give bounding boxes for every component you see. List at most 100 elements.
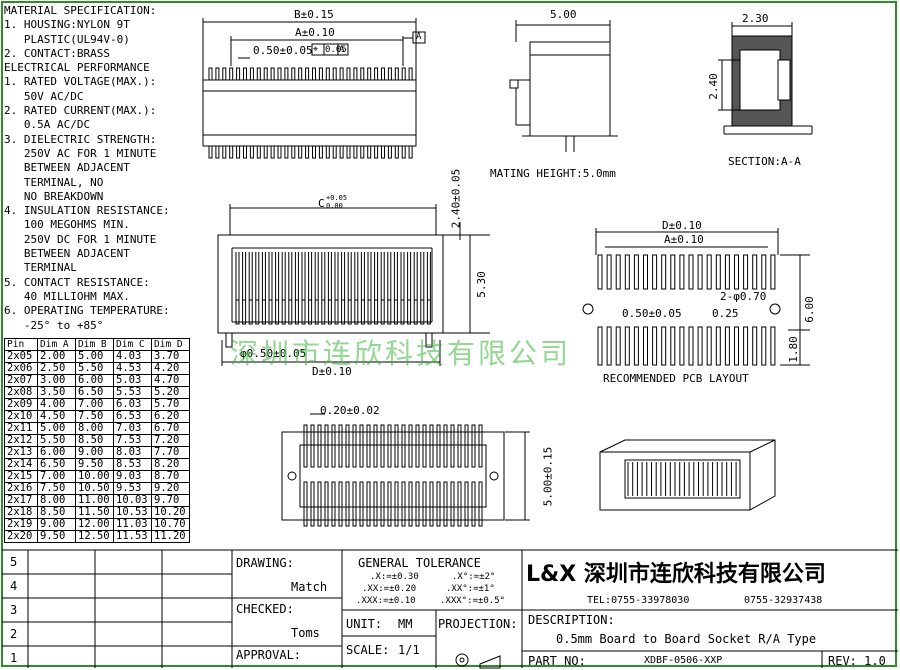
- description-label: DESCRIPTION:: [528, 613, 615, 627]
- pin-outline: [770, 254, 776, 290]
- pin-outline: [331, 481, 336, 527]
- pin-outline: [443, 481, 448, 527]
- pin-outline: [670, 326, 676, 366]
- pin-outline: [321, 299, 326, 325]
- pin-outline: [471, 481, 476, 527]
- pin-outline: [318, 145, 323, 159]
- pin-outline: [380, 299, 385, 325]
- pin-outline: [374, 299, 379, 325]
- pin-outline: [606, 326, 612, 366]
- pin-outline: [743, 326, 749, 366]
- datum-a: A: [416, 32, 422, 42]
- pin-outline: [374, 145, 379, 159]
- pcb-dim-1-80: 1.80: [786, 336, 800, 363]
- pin-outline: [643, 254, 648, 290]
- pin-outline: [215, 67, 220, 81]
- pin-outline: [366, 481, 371, 527]
- pin-outline: [270, 145, 275, 159]
- pin-outline: [305, 67, 310, 81]
- watermark: 深圳市连欣科技有限公司: [230, 337, 572, 370]
- pin-outline: [633, 254, 639, 290]
- spec-line: -25° to +85°: [4, 318, 104, 332]
- tel-1: TEL:0755-33978030: [587, 595, 690, 606]
- pin-outline: [734, 254, 739, 290]
- pin-outline: [715, 326, 721, 366]
- dim-c-tol-upper: +0.05: [326, 194, 348, 202]
- tel-2: 0755-32937438: [744, 595, 823, 606]
- pin-outline: [471, 424, 476, 468]
- pin-outline: [450, 424, 455, 468]
- pin-outline: [256, 67, 261, 81]
- pin-outline: [359, 481, 364, 527]
- pin-outline: [298, 145, 303, 159]
- dim-2-40: 2.40: [706, 73, 720, 100]
- pin-outline: [263, 145, 268, 159]
- pin-outline: [415, 481, 420, 527]
- pin-outline: [317, 424, 322, 468]
- dim-0-20: 0.20±0.02: [320, 404, 380, 417]
- unit-value: MM: [398, 617, 413, 631]
- revision-row-number: 1: [10, 651, 18, 665]
- pin-outline: [339, 67, 344, 81]
- spec-line: 50V AC/DC: [4, 89, 84, 103]
- description-value: 0.5mm Board to Board Socket R/A Type: [556, 632, 817, 646]
- pcb-pad-width: 0.25: [712, 307, 739, 320]
- pin-outline: [354, 299, 359, 325]
- pin-outline: [394, 424, 399, 468]
- pin-outline: [347, 299, 352, 325]
- pin-outline: [270, 67, 275, 81]
- pin-outline: [394, 481, 399, 527]
- pin-outline: [261, 299, 266, 325]
- scale-label: SCALE:: [346, 643, 390, 657]
- pin-outline: [770, 326, 776, 366]
- pin-outline: [752, 254, 758, 290]
- pin-outline: [436, 424, 441, 468]
- pin-outline: [688, 326, 694, 366]
- revision-row-number: 4: [10, 579, 18, 593]
- pin-outline: [408, 481, 413, 527]
- pin-outline: [303, 424, 308, 468]
- pin-outline: [407, 299, 412, 325]
- pin-outline: [249, 67, 254, 81]
- pin-outline: [235, 299, 240, 325]
- spec-line: 3. DIELECTRIC STRENGTH:: [4, 132, 157, 146]
- tol-x: .X:=±0.30: [370, 572, 419, 582]
- pin-outline: [263, 67, 268, 81]
- pin-outline: [301, 299, 306, 325]
- gdt-value: 0.05: [325, 45, 347, 55]
- pin-outline: [413, 299, 418, 325]
- pin-outline: [380, 481, 385, 527]
- mating-height: MATING HEIGHT:5.0mm: [490, 167, 616, 180]
- tol-xxx: .XXX:=±0.10: [356, 596, 416, 606]
- pin-outline: [752, 326, 758, 366]
- pin-outline: [255, 299, 260, 325]
- revision-row-number: 5: [10, 555, 18, 569]
- checked-label: CHECKED:: [236, 602, 294, 616]
- pin-outline: [338, 424, 343, 468]
- top-view: [202, 18, 426, 159]
- dim-5-30: 5.30: [474, 271, 488, 298]
- pin-outline: [310, 481, 315, 527]
- pin-outline: [310, 424, 315, 468]
- drawing-label: DRAWING:: [236, 556, 294, 570]
- pin-outline: [359, 424, 364, 468]
- pin-outline: [408, 145, 413, 159]
- pin-outline: [394, 67, 399, 81]
- spec-line: 100 MEGOHMS MIN.: [4, 218, 130, 232]
- pin-outline: [236, 67, 241, 81]
- pin-outline: [325, 67, 330, 81]
- spec-line: 2. CONTACT:BRASS: [4, 46, 110, 60]
- spec-line: TERMINAL, NO: [4, 175, 104, 189]
- pcb-layout-label: RECOMMENDED PCB LAYOUT: [603, 372, 749, 385]
- pin-outline: [294, 299, 299, 325]
- pin-outline: [436, 481, 441, 527]
- pin-outline: [360, 67, 365, 81]
- pin-outline: [415, 424, 420, 468]
- pin-outline: [346, 67, 351, 81]
- pin-outline: [401, 424, 406, 468]
- pin-outline: [387, 145, 392, 159]
